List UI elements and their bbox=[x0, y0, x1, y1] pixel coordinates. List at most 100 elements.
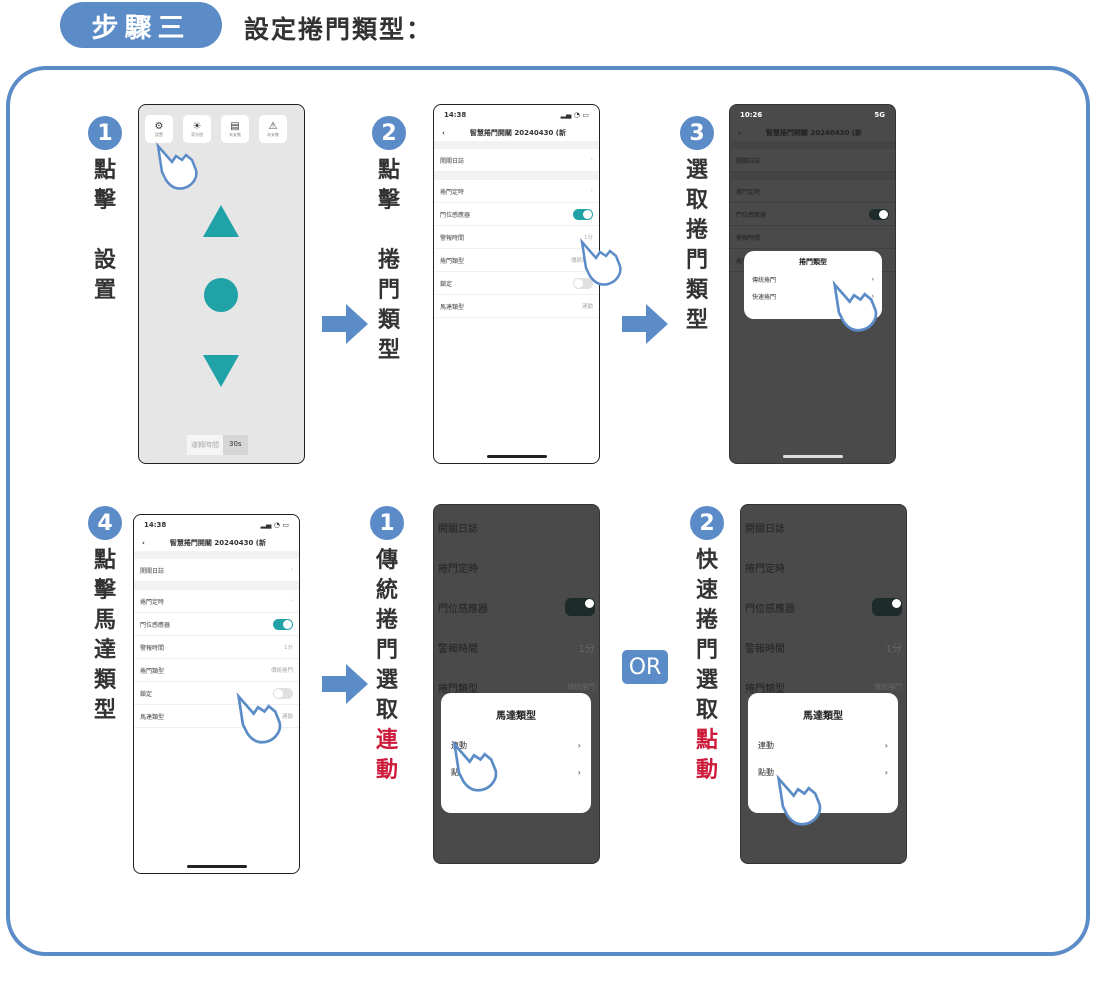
row-motor-type[interactable]: 馬達類型連動 bbox=[434, 295, 599, 318]
label-char: 門 bbox=[685, 248, 708, 273]
gear-icon: ⚙ bbox=[154, 120, 164, 132]
sensor-toggle[interactable] bbox=[273, 618, 293, 630]
label-char bbox=[374, 216, 404, 246]
run-time-value: 30s bbox=[223, 435, 248, 455]
status-time: 14:38 bbox=[144, 521, 167, 529]
status-icons: ▂▄ ◔ ▭ bbox=[560, 111, 589, 119]
back-icon[interactable]: ‹ bbox=[738, 129, 741, 137]
settings-button[interactable]: ⚙設置 bbox=[145, 115, 173, 143]
row-lock[interactable]: 鎖定 bbox=[134, 682, 299, 705]
label-char: 類 bbox=[93, 668, 116, 693]
label-char: 選 bbox=[685, 158, 708, 183]
run-time-control[interactable]: 運轉時間 30s bbox=[187, 435, 248, 455]
back-icon[interactable]: ‹ bbox=[142, 539, 145, 547]
motor-type-modal: 馬達類型 連動› 點動› bbox=[441, 693, 591, 813]
label-char: 取 bbox=[695, 698, 718, 723]
alarm-button[interactable]: ⚠未安裝 bbox=[259, 115, 287, 143]
option-momentary[interactable]: 點動› bbox=[758, 768, 888, 777]
label-char-highlight: 動 bbox=[375, 758, 398, 783]
page-title: 設定捲門類型： bbox=[244, 15, 434, 44]
label-char: 達 bbox=[93, 638, 116, 663]
stop-circle-icon[interactable] bbox=[203, 277, 239, 313]
row-motor-type[interactable]: 馬達類型連動 bbox=[134, 705, 299, 728]
door-button[interactable]: ▤未安裝 bbox=[221, 115, 249, 143]
arrow-right-icon bbox=[322, 664, 368, 704]
row-timer[interactable]: 捲門定時› bbox=[434, 180, 599, 203]
up-triangle-icon[interactable] bbox=[201, 203, 241, 239]
label-char: 門 bbox=[377, 278, 400, 303]
screen-title: 智慧捲門開關 20240430 (新 bbox=[765, 129, 862, 137]
status-icons: ▂▄ ◔ ▭ bbox=[260, 521, 289, 529]
label-char: 點 bbox=[93, 158, 116, 183]
row-door-type[interactable]: 捲門類型傳統捲門 bbox=[134, 659, 299, 682]
step-number-1: 1 bbox=[88, 116, 122, 150]
pointing-hand-icon bbox=[452, 740, 498, 792]
option-number-2: 2 bbox=[690, 506, 724, 540]
label-char: 點 bbox=[93, 548, 116, 573]
home-indicator bbox=[486, 455, 547, 458]
label-char: 擊 bbox=[93, 578, 116, 603]
row-log[interactable]: 開關日誌› bbox=[434, 149, 599, 172]
step-badge: 步驟三 bbox=[60, 2, 222, 48]
instruction-frame bbox=[6, 66, 1090, 956]
back-icon[interactable]: ‹ bbox=[442, 129, 445, 137]
run-time-label: 運轉時間 bbox=[187, 435, 223, 455]
option-traditional[interactable]: 傳統捲門› bbox=[752, 276, 874, 284]
option-fast[interactable]: 快速捲門› bbox=[752, 293, 874, 301]
label-char: 快 bbox=[695, 548, 718, 573]
phone-motor-settings: 14:38 ▂▄ ◔ ▭ ‹ 智慧捲門開關 20240430 (新 開關日誌› 捲門… bbox=[133, 514, 300, 874]
label-char: 統 bbox=[375, 578, 398, 603]
step-2-label: 點擊 捲門類型 bbox=[374, 156, 404, 366]
phone-settings-screen: 14:38▂▄ ◔ ▭ ‹智慧捲門開關 20240430 (新 開關日誌› 捲門… bbox=[433, 104, 600, 464]
label-char: 捲 bbox=[375, 608, 398, 633]
step-3-label: 選取捲門類型 bbox=[682, 156, 712, 336]
motor-type-modal: 馬達類型 連動› 點動› bbox=[748, 693, 898, 813]
label-char: 速 bbox=[695, 578, 718, 603]
label-char: 選 bbox=[375, 668, 398, 693]
row-sensor[interactable]: 門位感應器 bbox=[134, 613, 299, 636]
sensor-toggle[interactable] bbox=[573, 208, 593, 220]
lock-toggle[interactable] bbox=[573, 277, 593, 289]
option-number-1: 1 bbox=[370, 506, 404, 540]
row-sensor[interactable]: 門位感應器 bbox=[434, 203, 599, 226]
label-char: 門 bbox=[375, 638, 398, 663]
control-button-row: ⚙設置 ☀背光燈 ▤未安裝 ⚠未安裝 bbox=[145, 115, 287, 143]
row-log[interactable]: 開關日誌› bbox=[134, 559, 299, 582]
label-char: 設 bbox=[93, 248, 116, 273]
label-char: 取 bbox=[375, 698, 398, 723]
screen-title: 智慧捲門開關 20240430 (新 bbox=[169, 539, 266, 547]
label-char: 取 bbox=[685, 188, 708, 213]
label-char: 傳 bbox=[375, 548, 398, 573]
or-badge: OR bbox=[622, 650, 668, 684]
modal-title: 馬達類型 bbox=[803, 711, 843, 722]
brightness-icon: ☀ bbox=[192, 120, 202, 132]
door-icon: ▤ bbox=[230, 120, 240, 132]
backlight-button[interactable]: ☀背光燈 bbox=[183, 115, 211, 143]
modal-title: 馬達類型 bbox=[496, 711, 536, 722]
label-char: 捲 bbox=[695, 608, 718, 633]
option-linked[interactable]: 連動› bbox=[451, 741, 581, 750]
label-char: 捲 bbox=[685, 218, 708, 243]
home-indicator bbox=[186, 865, 247, 868]
label-char: 型 bbox=[685, 308, 708, 333]
row-door-type[interactable]: 捲門類型傳統捲門 bbox=[434, 249, 599, 272]
option-1-label: 傳統捲門選取連動 bbox=[372, 546, 402, 786]
pointing-hand-icon bbox=[580, 237, 622, 286]
home-indicator bbox=[782, 455, 843, 458]
down-triangle-icon[interactable] bbox=[201, 353, 241, 389]
label-char: 類 bbox=[685, 278, 708, 303]
step-1-label: 點擊 設置 bbox=[90, 156, 120, 306]
label-char: 馬 bbox=[93, 608, 116, 633]
option-linked[interactable]: 連動› bbox=[758, 741, 888, 750]
label-char: 門 bbox=[695, 638, 718, 663]
label-char: 類 bbox=[377, 308, 400, 333]
label-char: 置 bbox=[93, 278, 116, 303]
row-timer[interactable]: 捲門定時› bbox=[134, 590, 299, 613]
row-lock[interactable]: 鎖定 bbox=[434, 272, 599, 295]
lock-toggle[interactable] bbox=[273, 687, 293, 699]
